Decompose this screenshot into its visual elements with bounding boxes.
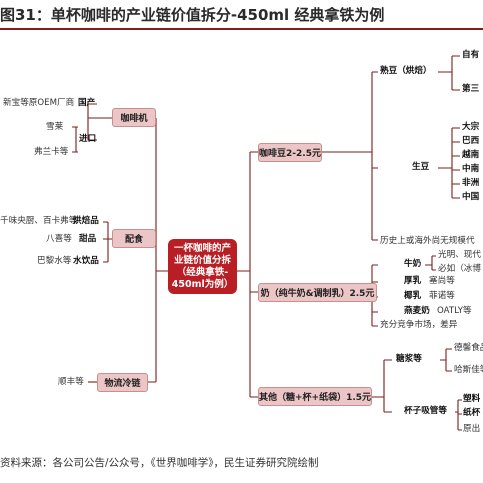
node-coffee-machine: 咖啡机 <box>112 108 156 127</box>
item-new-bao: 新宝等原OEM厂商 <box>3 98 75 108</box>
line-center-right <box>237 151 258 398</box>
line-imported <box>72 126 78 153</box>
label-dessert: 甜品 <box>79 234 97 244</box>
center-line-2: 业链价值分拆 <box>173 254 231 266</box>
item-saishang: 塞尚等 <box>429 276 455 286</box>
node-food: 配食 <box>112 229 156 248</box>
item-third-party: 第三 <box>462 84 480 94</box>
label-oat-milk: 燕麦奶 <box>404 306 430 316</box>
source-note: 资料来源：各公司公告/公众号，《世界咖啡学》，民生证券研究院绘制 <box>0 457 319 469</box>
center-line-4: 450ml为例） <box>171 278 234 290</box>
label-roasted-beans: 熟豆（烘焙） <box>380 66 432 76</box>
item-feinuo: 菲诺等 <box>429 291 455 301</box>
line-coffee-machine <box>75 103 112 152</box>
item-yuanchu: 原出 <box>463 424 481 434</box>
node-milk: 奶（纯牛奶&调制乳）2.5元 <box>258 283 377 302</box>
item-bright-dairy: 光明、现代 <box>438 250 481 260</box>
node-coffee-beans: 咖啡豆2-2.5元 <box>258 143 322 162</box>
item-dexin: 德馨食品 <box>454 343 483 353</box>
item-baxi: 八喜等 <box>46 234 72 244</box>
item-brazil: 巴西 <box>462 136 480 146</box>
item-bulk: 大宗 <box>462 122 480 132</box>
center-line-1: 一杯咖啡的产 <box>173 242 231 254</box>
item-xuelai: 雪莱 <box>46 122 64 132</box>
label-cups-straws: 杯子吸管等 <box>404 406 447 416</box>
item-central-south: 中南 <box>462 164 480 174</box>
line-roasted <box>438 55 460 91</box>
label-syrup: 糖浆等 <box>396 354 422 364</box>
note-beans-history: 历史上或海外尚无规模代 <box>380 236 475 246</box>
label-bakery: 烘焙品 <box>73 216 99 226</box>
item-self-owned: 自有 <box>462 50 480 60</box>
line-beans <box>322 71 378 241</box>
line-milk-sub <box>425 255 436 271</box>
label-coconut-milk: 椰乳 <box>404 291 422 301</box>
line-syrup <box>440 348 452 372</box>
item-hasijia: 哈斯佳等 <box>454 365 483 375</box>
label-water: 水饮品 <box>73 256 99 266</box>
item-oatly: OATLY等 <box>437 306 472 316</box>
label-milk: 牛奶 <box>404 259 422 269</box>
line-center-left <box>112 117 168 383</box>
item-biru: 必如（冰博 <box>438 264 481 274</box>
note-milk-competition: 充分竞争市场，差异 <box>380 320 458 330</box>
item-vietnam: 越南 <box>462 150 480 160</box>
line-cup <box>455 399 462 431</box>
item-paper-cup: 纸杯 <box>463 408 481 418</box>
figure-title: 图31：单杯咖啡的产业链价值拆分-450ml 经典拿铁为例 <box>0 6 385 24</box>
center-node: 一杯咖啡的产 业链价值分拆 （经典拿铁- 450ml为例） <box>168 239 237 294</box>
line-green-beans <box>438 127 460 199</box>
label-imported: 进口 <box>79 134 97 144</box>
line-other <box>372 359 392 413</box>
line-food <box>103 221 112 263</box>
label-thick-milk: 厚乳 <box>404 276 422 286</box>
node-logistics: 物流冷链 <box>97 373 148 392</box>
item-africa: 非洲 <box>462 178 480 188</box>
item-qianwei: 千味央厨、百卡弗等 <box>0 216 78 226</box>
title-divider <box>0 28 483 30</box>
item-perrier: 巴黎水等 <box>37 256 72 266</box>
item-franke: 弗兰卡等 <box>34 147 69 157</box>
item-plastic: 塑料 <box>463 394 481 404</box>
label-green-beans: 生豆 <box>412 162 430 172</box>
item-sf: 顺丰等 <box>58 377 84 387</box>
center-line-3: （经典拿铁- <box>176 266 229 278</box>
label-domestic: 国产 <box>78 98 96 108</box>
item-china: 中国 <box>462 192 480 202</box>
node-other: 其他（糖+杯+纸袋）1.5元 <box>258 387 372 406</box>
